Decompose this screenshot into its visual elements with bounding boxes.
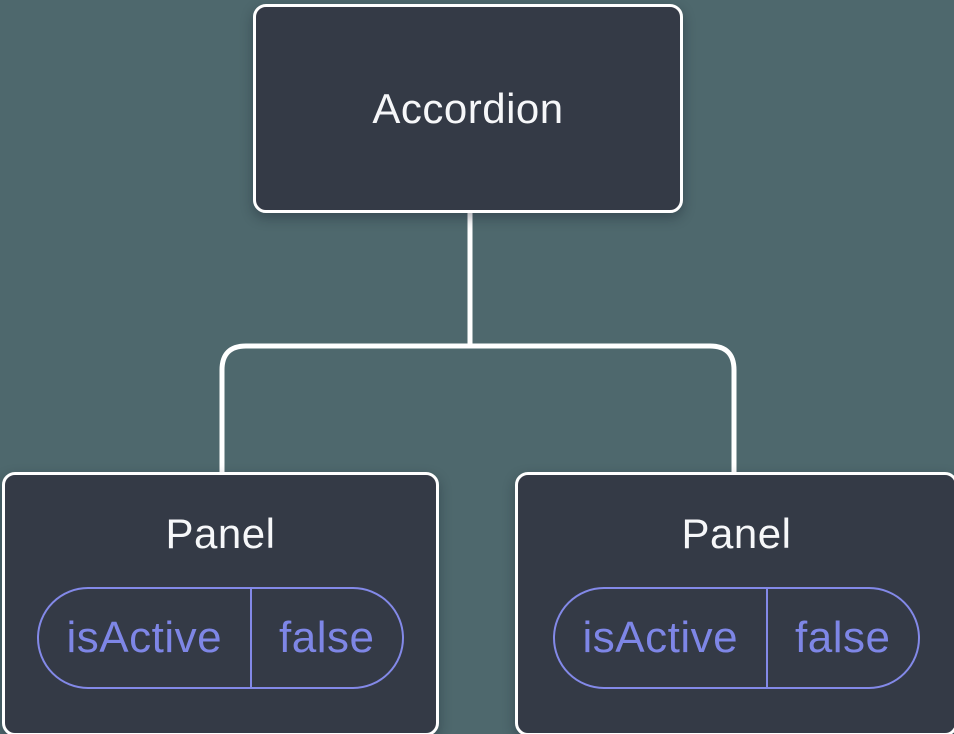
state-pill: isActive false xyxy=(553,587,920,689)
accordion-node: Accordion xyxy=(253,4,683,213)
state-pill: isActive false xyxy=(37,587,404,689)
connector-bracket xyxy=(219,343,737,474)
state-key: isActive xyxy=(39,589,252,687)
panel-node-title: Panel xyxy=(165,510,276,557)
panel-node-title: Panel xyxy=(681,510,792,557)
accordion-node-title: Accordion xyxy=(372,84,564,132)
panel-node-right: Panel isActive false xyxy=(515,472,954,734)
state-value: false xyxy=(795,613,891,662)
state-key: isActive xyxy=(555,589,768,687)
state-value: false xyxy=(279,613,375,662)
panel-node-left: Panel isActive false xyxy=(2,472,439,734)
